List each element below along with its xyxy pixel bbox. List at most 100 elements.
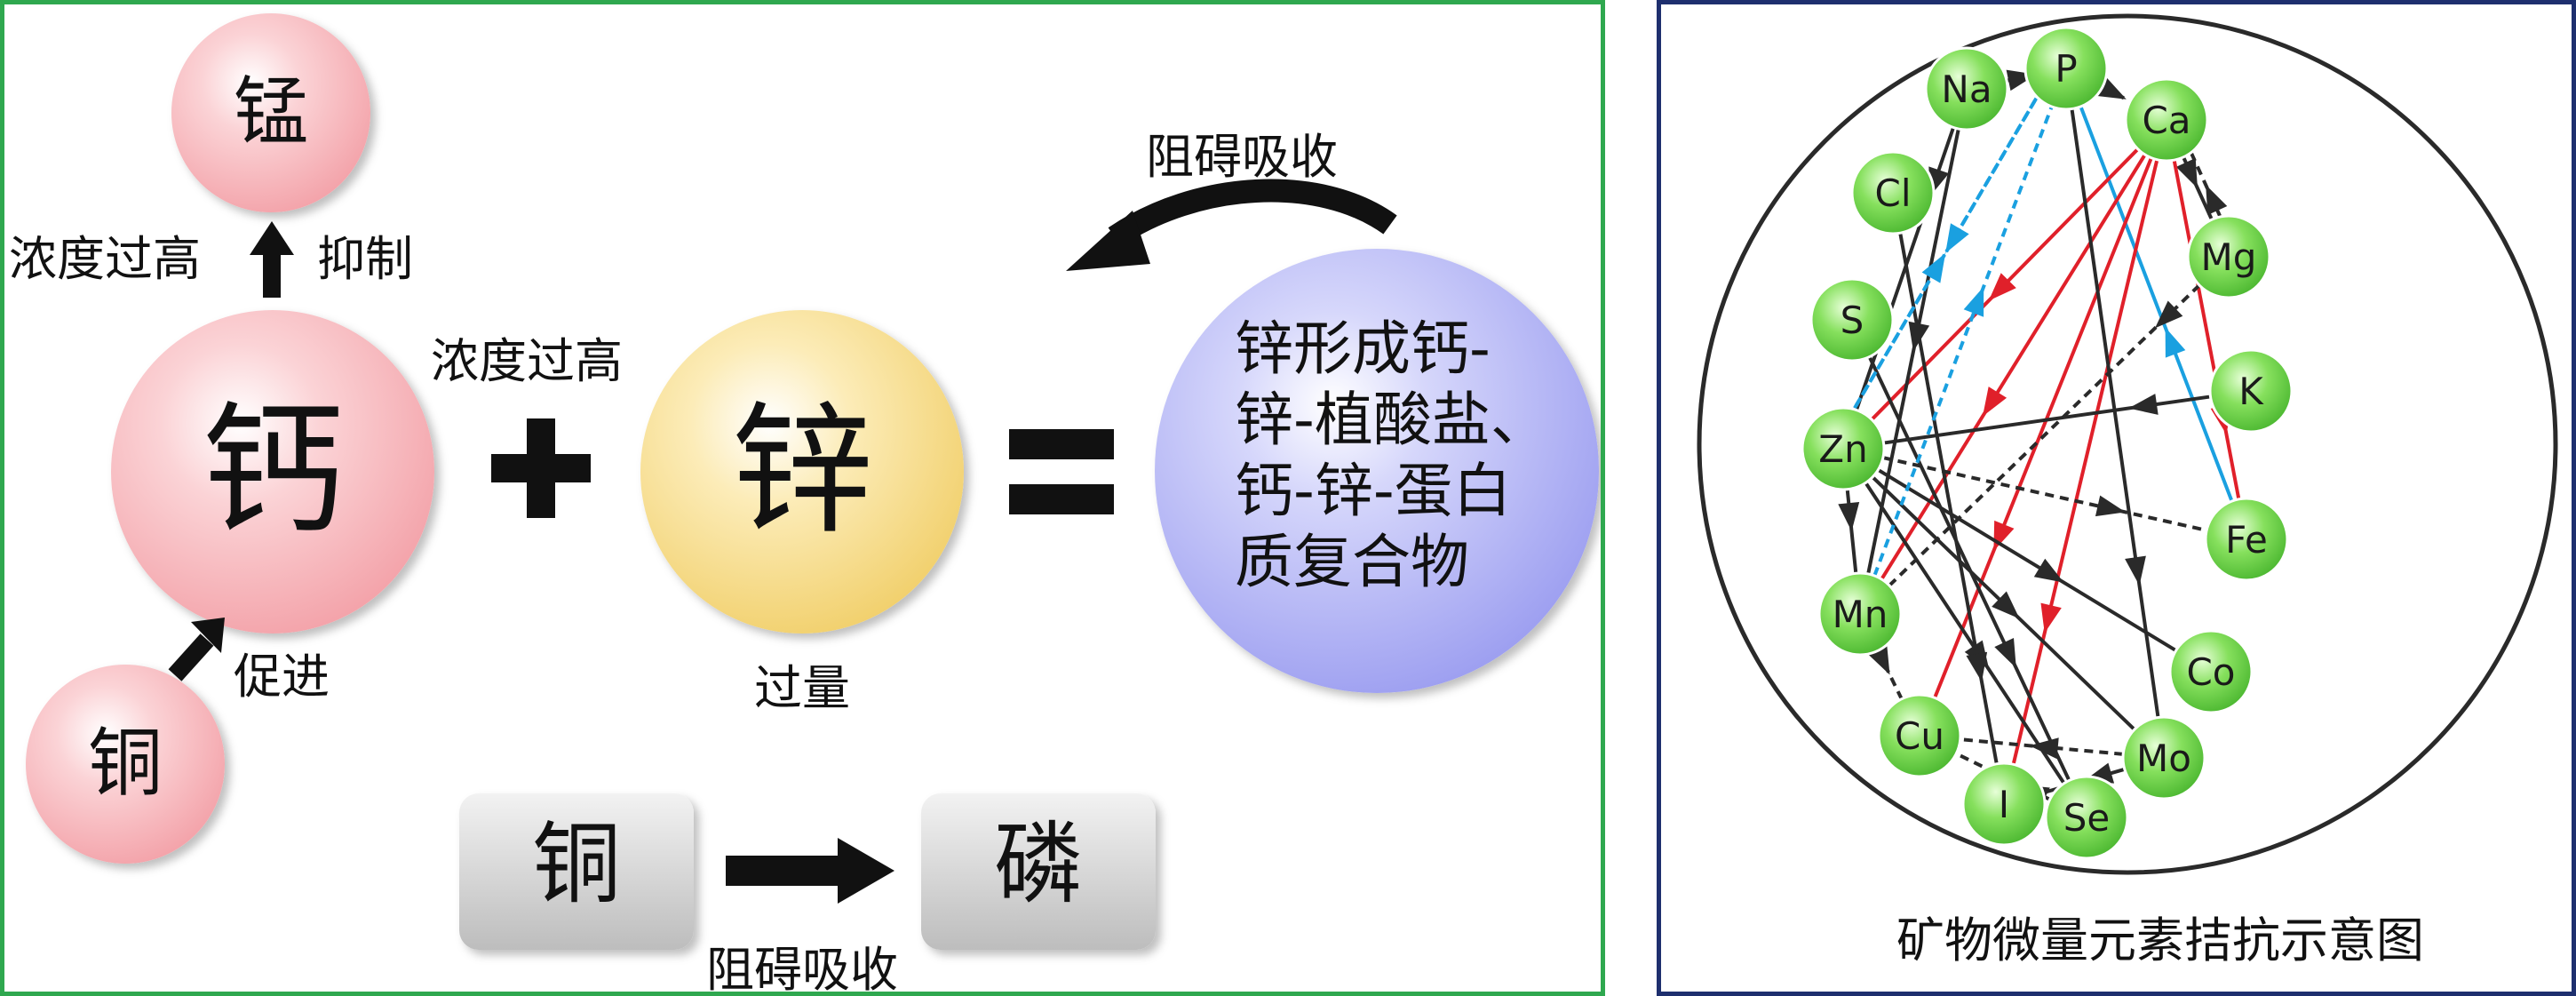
copper-label: 铜 (88, 720, 163, 807)
promote-arrow (168, 618, 225, 681)
element-node-k: K (2208, 348, 2294, 434)
complex-node: 锌形成钙- 锌-植酸盐、 钙-锌-蛋白 质复合物 (1155, 249, 1599, 693)
element-label: Mn (1833, 593, 1888, 636)
copper-node: 铜 (26, 665, 225, 864)
copper-box: 铜 (459, 793, 694, 950)
edge-mn-p (1872, 106, 2054, 577)
element-node-p: P (2023, 26, 2109, 111)
edge-p-mo (2070, 108, 2160, 718)
element-circle (1877, 693, 1962, 778)
complex-line-1: 锌形成钙- (1235, 315, 1491, 383)
element-circle (2168, 629, 2254, 714)
left-panel: 锰 浓度过高 抑制 钙 铜 促进 (0, 0, 1605, 996)
edge-p-zn (1853, 97, 2039, 410)
arrowhead-p-mo (2125, 555, 2146, 586)
calcium-node: 钙 (111, 310, 434, 633)
zinc-label: 锌 (731, 387, 873, 554)
plus-sign (491, 418, 591, 518)
inhibit-label: 抑制 (317, 231, 413, 287)
arrowhead-ca-mg (2175, 157, 2198, 188)
element-label: P (2055, 47, 2077, 91)
edge-ca-mn (1880, 154, 2147, 580)
caption: 矿物微量元素拮抗示意图 (1896, 912, 2424, 968)
arrowhead-mn-p (1963, 286, 1984, 317)
element-circle (1801, 406, 1886, 491)
element-circle (1809, 277, 1895, 363)
arrowhead-zn-mo (1992, 591, 2020, 619)
complex-line-3: 钙-锌-蛋白 (1235, 457, 1512, 525)
arrowhead-fe-p (2165, 327, 2186, 358)
element-circle (2023, 26, 2109, 111)
element-label: Se (2063, 796, 2111, 840)
element-label: Zn (1818, 427, 1867, 471)
high-concentration-label-2: 浓度过高 (431, 333, 623, 389)
element-label: I (1999, 783, 2009, 826)
edge-s-se (1867, 355, 2071, 782)
hinder-straight-arrow (726, 838, 894, 904)
element-node-s: S (1809, 277, 1895, 363)
hinder-label-top: 阻碍吸收 (1146, 129, 1338, 185)
edge-zn-se (1864, 482, 2066, 785)
hinder-label-bottom: 阻碍吸收 (706, 942, 898, 992)
arrowhead-p-zn (1945, 223, 1969, 253)
arrowhead-cl-i (1966, 651, 1988, 682)
zinc-node: 锌 (640, 310, 964, 633)
complex-line-4: 质复合物 (1235, 528, 1469, 596)
element-node-fe: Fe (2204, 497, 2289, 582)
arrowhead-ca-zn (1988, 273, 2016, 301)
edge-ca-cu (1933, 156, 2153, 699)
arrowhead-zn-mn (1838, 501, 1860, 531)
excess-label: 过量 (754, 660, 850, 716)
element-label: Ca (2142, 99, 2190, 142)
phosphorus-box-label: 磷 (994, 812, 1083, 916)
inhibit-arrow (250, 221, 294, 298)
arrowhead-mg-ca (2206, 184, 2228, 215)
edge-zn-fe (1882, 456, 2207, 532)
element-circle (1850, 150, 1936, 235)
arrowhead-ca-mn (1983, 386, 2008, 417)
element-circle (2208, 348, 2294, 434)
element-label: Mo (2136, 737, 2191, 780)
element-node-cl: Cl (1850, 150, 1936, 235)
element-label: Cu (1895, 714, 1944, 758)
element-node-mg: Mg (2186, 214, 2271, 299)
element-circle (2186, 214, 2271, 299)
element-node-se: Se (2044, 775, 2129, 860)
calcium-label: 钙 (202, 387, 344, 554)
edge-ca-fe (2172, 159, 2241, 500)
manganese-label: 锰 (234, 68, 308, 155)
element-circle (1817, 571, 1903, 657)
edge-mg-mn (1888, 283, 2201, 587)
left-diagram: 锰 浓度过高 抑制 钙 铜 促进 (9, 13, 1599, 996)
element-node-mn: Mn (1817, 571, 1903, 657)
element-circle (2044, 775, 2129, 860)
element-circle (2124, 77, 2209, 163)
element-node-zn: Zn (1801, 406, 1886, 491)
high-concentration-label-1: 浓度过高 (9, 231, 201, 287)
element-node-i: I (1961, 761, 2047, 847)
element-label: Fe (2225, 518, 2268, 562)
edge-zn-co (1877, 468, 2177, 652)
element-circle (2121, 715, 2206, 801)
arrowhead-zn-co (2033, 558, 2064, 583)
element-label: Co (2186, 650, 2235, 694)
element-label: Cl (1875, 171, 1912, 215)
outer-ring (1697, 13, 2558, 875)
element-circle (1961, 761, 2047, 847)
arrowhead-k-zn (2128, 394, 2159, 415)
arrowhead-zn-fe (2095, 495, 2126, 517)
element-node-co: Co (2168, 629, 2254, 714)
element-label: Na (1941, 68, 1992, 111)
hinder-curved-arrow (1066, 179, 1397, 271)
arrowhead-mo-cu (2029, 737, 2059, 760)
element-circle (1924, 46, 2009, 131)
arrowhead-ca-i (2040, 602, 2062, 633)
promote-label: 促进 (234, 649, 330, 705)
edges-layer (1838, 69, 2241, 808)
edge-ca-i (2011, 159, 2159, 765)
phosphorus-box: 磷 (921, 793, 1156, 950)
